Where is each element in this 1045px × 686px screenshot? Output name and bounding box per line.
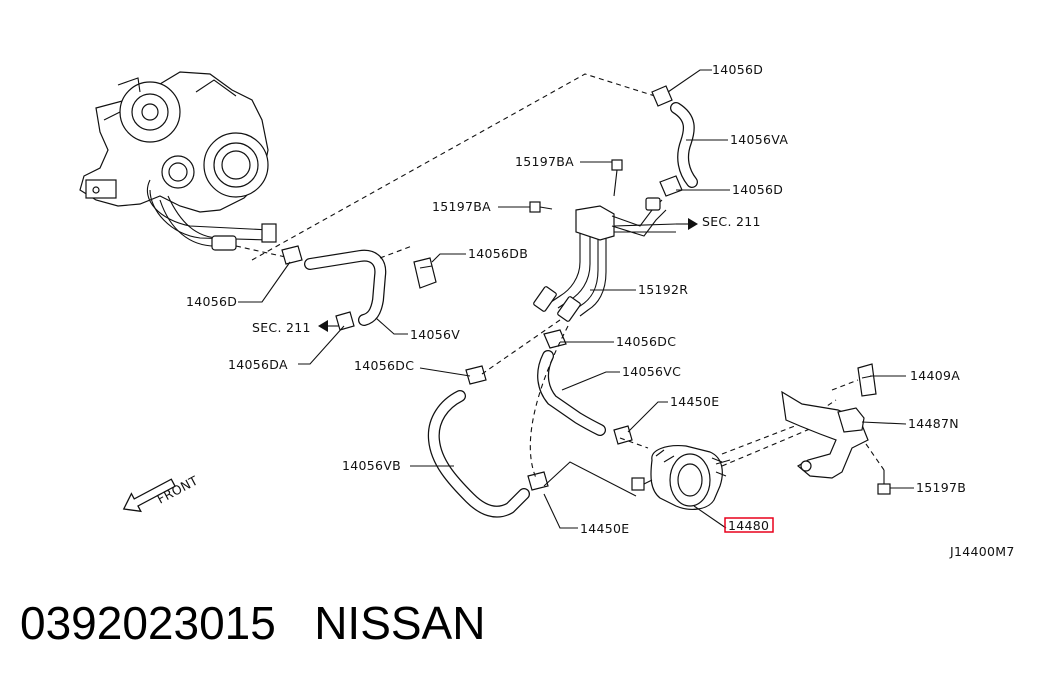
label-14056DC-1: 14056DC [616,334,676,349]
arrow-left-icon [318,320,328,332]
hose-14056V [281,245,413,331]
dashed-leader-center-2 [529,325,569,479]
front-label: FRONT [154,473,200,507]
label-15192R: 15192R [638,282,688,297]
hose-14056VA [651,85,698,197]
part-number: 0392023015 [20,597,276,649]
footer-caption: 0392023015 NISSAN [20,596,485,650]
pipe-15192R [529,159,677,322]
hose-14056VC [537,329,633,445]
brand-name: NISSAN [314,597,486,649]
turbocharger-illustration [79,71,277,251]
label-14056VB: 14056VB [342,458,401,473]
bracket-14487N [781,363,885,479]
label-14056D-left: 14056D [186,294,237,309]
clamp-14056DB [413,257,437,289]
dashed-leader-clamp [619,437,649,449]
arrow-right-icon [688,218,698,230]
label-14056VC: 14056VC [622,364,681,379]
dashed-leader-center-1 [481,319,561,375]
diagram-code: J14400M7 [949,544,1015,559]
label-15197B: 15197B [916,480,966,495]
hose-14056VB [427,365,549,518]
canister-14480 [631,445,731,510]
label-15197BA-1: 15197BA [515,154,574,169]
leader-canister-hose [543,461,637,497]
label-15197BA-2: 15197BA [432,199,491,214]
front-arrow-icon [122,478,176,513]
dashed-leader-turbo-clamp [235,245,291,259]
highlight-box [724,517,774,533]
dashed-leader-bracket-1 [721,415,841,467]
label-14056VA: 14056VA [730,132,788,147]
label-14487N: 14487N [908,416,959,431]
label-14409A: 14409A [910,368,960,383]
label-14056DB: 14056DB [468,246,528,261]
label-14450E-2: 14450E [580,521,629,536]
label-14450E-1: 14450E [670,394,719,409]
label-leaders [238,69,914,529]
dashed-leader-top [251,73,656,261]
label-14056V: 14056V [410,327,460,342]
bolt-15197B [877,470,891,495]
label-14056D-top: 14056D [712,62,763,77]
label-sec211-right: SEC. 211 [702,214,761,229]
label-sec211-left: SEC. 211 [252,320,311,335]
footer-gap [276,597,314,649]
label-14480-highlighted: 14480 [728,518,769,533]
label-14056DA: 14056DA [228,357,288,372]
label-14056D-mid: 14056D [732,182,783,197]
label-14056DC-2: 14056DC [354,358,414,373]
